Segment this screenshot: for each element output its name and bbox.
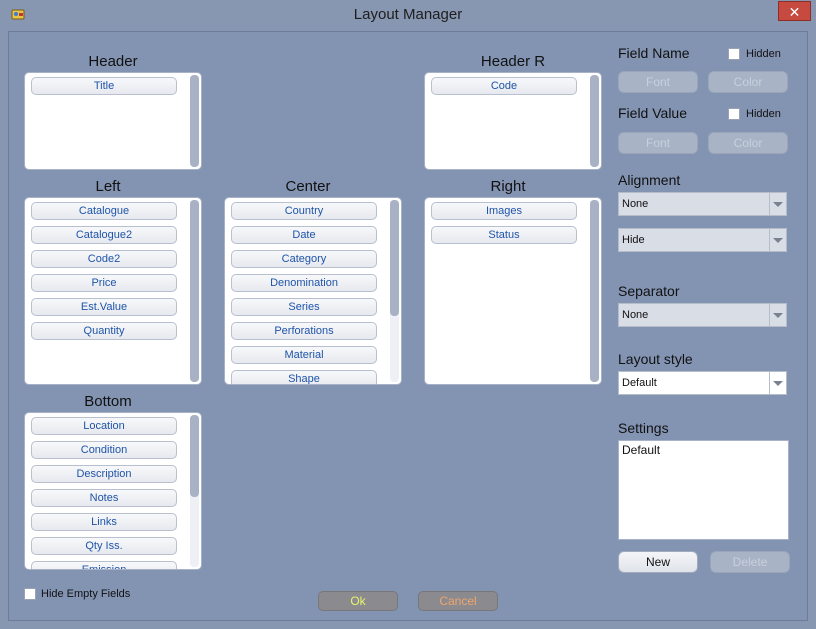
field-name-label: Field Name [618, 45, 690, 61]
settings-item-default[interactable]: Default [622, 443, 661, 457]
field-name-color-button[interactable]: Color [708, 71, 788, 93]
layout-style-value: Default [622, 377, 657, 389]
field-chip-links[interactable]: Links [31, 513, 177, 531]
field-chip-shape[interactable]: Shape [231, 370, 377, 384]
field-name-hidden-label: Hidden [746, 48, 781, 60]
center-list-scrollbar[interactable] [390, 200, 399, 382]
alignment-label: Alignment [618, 172, 681, 188]
close-icon: ✕ [788, 4, 801, 20]
header-r-list-scrollbar[interactable] [590, 75, 599, 167]
alignment-select[interactable]: None [618, 192, 787, 216]
separator-label: Separator [618, 283, 680, 299]
field-chip-title[interactable]: Title [31, 77, 177, 95]
field-chip-description[interactable]: Description [31, 465, 177, 483]
chevron-down-icon[interactable] [769, 304, 786, 326]
new-setting-button[interactable]: New [618, 551, 698, 573]
field-chip-notes[interactable]: Notes [31, 489, 177, 507]
chevron-down-icon[interactable] [769, 372, 786, 394]
scroll-thumb[interactable] [590, 200, 599, 382]
layout-style-label: Layout style [618, 351, 693, 367]
field-chip-condition[interactable]: Condition [31, 441, 177, 459]
field-value-font-button[interactable]: Font [618, 132, 698, 154]
right-list-scrollbar[interactable] [590, 200, 599, 382]
scroll-thumb[interactable] [190, 415, 199, 497]
field-chip-catalogue2[interactable]: Catalogue2 [31, 226, 177, 244]
bottom-list[interactable]: Location Condition Description Notes Lin… [24, 412, 202, 570]
header-r-list[interactable]: Code [424, 72, 602, 170]
window-title: Layout Manager [353, 6, 463, 23]
field-value-hidden-label: Hidden [746, 108, 781, 120]
field-chip-location[interactable]: Location [31, 417, 177, 435]
alignment-hide-select[interactable]: Hide [618, 228, 787, 252]
layout-style-select[interactable]: Default [618, 371, 787, 395]
field-name-font-button[interactable]: Font [618, 71, 698, 93]
title-bar[interactable]: Layout Manager ✕ [0, 0, 816, 31]
alignment-hide-value: Hide [622, 234, 645, 246]
field-name-hidden-checkbox[interactable] [728, 48, 740, 60]
scroll-thumb[interactable] [390, 200, 399, 316]
field-value-label: Field Value [618, 105, 688, 121]
chevron-down-icon[interactable] [769, 193, 786, 215]
field-chip-denomination[interactable]: Denomination [231, 274, 377, 292]
center-section-title: Center [285, 178, 331, 195]
field-chip-perforations[interactable]: Perforations [231, 322, 377, 340]
separator-select[interactable]: None [618, 303, 787, 327]
center-list[interactable]: Country Date Category Denomination Serie… [224, 197, 402, 385]
scroll-thumb[interactable] [590, 75, 599, 167]
field-chip-est-value[interactable]: Est.Value [31, 298, 177, 316]
field-chip-price[interactable]: Price [31, 274, 177, 292]
field-chip-quantity[interactable]: Quantity [31, 322, 177, 340]
ok-button[interactable]: Ok [318, 591, 398, 611]
right-section-title: Right [490, 178, 526, 195]
field-value-hidden-checkbox[interactable] [728, 108, 740, 120]
hide-empty-fields-checkbox[interactable] [24, 588, 36, 600]
field-chip-qty-iss[interactable]: Qty Iss. [31, 537, 177, 555]
window-frame-right [808, 31, 816, 629]
bottom-section-title: Bottom [84, 393, 132, 410]
chevron-down-icon[interactable] [769, 229, 786, 251]
right-list[interactable]: Images Status [424, 197, 602, 385]
field-chip-code2[interactable]: Code2 [31, 250, 177, 268]
separator-value: None [622, 309, 649, 321]
field-chip-code[interactable]: Code [431, 77, 577, 95]
left-section-title: Left [95, 178, 121, 195]
settings-label: Settings [618, 420, 669, 436]
field-chip-catalogue[interactable]: Catalogue [31, 202, 177, 220]
header-r-section-title: Header R [480, 53, 546, 70]
window-frame-left [0, 31, 8, 629]
cancel-button[interactable]: Cancel [418, 591, 498, 611]
field-chip-emission[interactable]: Emission [31, 561, 177, 569]
field-chip-country[interactable]: Country [231, 202, 377, 220]
delete-setting-button[interactable]: Delete [710, 551, 790, 573]
field-chip-material[interactable]: Material [231, 346, 377, 364]
header-section-title: Header [88, 53, 138, 70]
field-chip-series[interactable]: Series [231, 298, 377, 316]
bottom-list-scrollbar[interactable] [190, 415, 199, 567]
header-list[interactable]: Title [24, 72, 202, 170]
alignment-value: None [622, 198, 649, 210]
settings-list[interactable]: Default [618, 440, 789, 540]
left-list[interactable]: Catalogue Catalogue2 Code2 Price Est.Val… [24, 197, 202, 385]
close-button[interactable]: ✕ [778, 1, 811, 21]
layout-manager-app-icon [11, 9, 25, 20]
hide-empty-fields-label: Hide Empty Fields [41, 588, 131, 600]
field-chip-date[interactable]: Date [231, 226, 377, 244]
scroll-thumb[interactable] [190, 200, 199, 382]
field-chip-images[interactable]: Images [431, 202, 577, 220]
field-value-color-button[interactable]: Color [708, 132, 788, 154]
field-chip-status[interactable]: Status [431, 226, 577, 244]
field-chip-category[interactable]: Category [231, 250, 377, 268]
window-frame-bottom [0, 621, 816, 629]
left-list-scrollbar[interactable] [190, 200, 199, 382]
header-list-scrollbar[interactable] [190, 75, 199, 167]
scroll-thumb[interactable] [190, 75, 199, 167]
